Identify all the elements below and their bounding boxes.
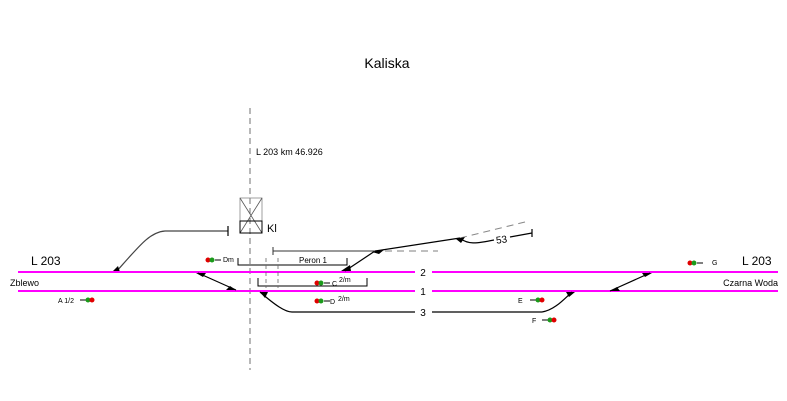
track-3-junction [541,291,573,313]
platform-label: Peron 1 [299,256,328,265]
platform-outline-lower [257,278,368,287]
signal-light-icon [535,297,541,303]
signal-sublabel: 2/m [338,296,350,303]
signal-label: F [532,318,536,325]
line-label-left: L 203 [31,254,61,268]
line-label-right: L 203 [742,254,772,268]
direction-left: Zblewo [10,278,39,288]
switch-marker [642,273,652,277]
switch-marker [196,273,206,277]
signal-light-icon [551,317,557,323]
signal-c: C 2/m [314,277,351,288]
signal-light-icon [318,298,324,304]
signal-light-icon [314,280,320,286]
track-1-label: 1 [420,287,426,298]
signal-f: F [532,317,557,325]
signal-light-icon [89,297,95,303]
signal-sublabel: 2/m [339,277,351,284]
signal-label: C [332,281,337,288]
signal-g: G [687,260,717,267]
signal-label: D [330,299,335,306]
signal-label: G [712,260,717,267]
track-53-label: 53 [495,234,508,247]
track-53-line [374,237,461,252]
signal-label: E [518,298,523,305]
platform-outline [237,258,348,266]
signal-light-icon [687,260,693,266]
track-53-curve [460,238,495,244]
signal-light-icon [539,297,545,303]
level-crossing-icon [239,197,263,234]
signal-d: D 2/m [314,296,350,306]
km-marker-label: L 203 km 46.926 [256,147,323,157]
signal-light-icon [691,260,697,266]
switch-marker [341,265,351,271]
signal-light-icon [547,317,553,323]
signal-light-icon [85,297,91,303]
signal-light-icon [318,280,324,286]
switch-marker [112,266,120,272]
switch-marker [260,292,268,298]
switch-marker [226,286,236,290]
crossing-label: Kl [267,223,277,235]
signal-label: A 1/2 [58,298,74,305]
switch-marker [610,287,620,291]
signal-light-icon [209,257,215,263]
station-title: Kaliska [364,55,409,71]
signal-dm: Dm [205,257,234,264]
signal-a: A 1/2 [58,297,95,305]
signal-label: Dm [223,257,234,264]
signal-e: E [518,297,545,305]
track-2-label: 2 [420,268,426,279]
track-53-end [509,232,533,238]
siding-left [115,230,228,273]
signal-light-icon [314,298,320,304]
switch-marker [456,237,465,243]
switch-marker [372,249,385,254]
switch-marker [566,292,575,297]
signal-light-icon [205,257,211,263]
direction-right: Czarna Woda [723,278,778,288]
track-3-label: 3 [420,308,426,319]
